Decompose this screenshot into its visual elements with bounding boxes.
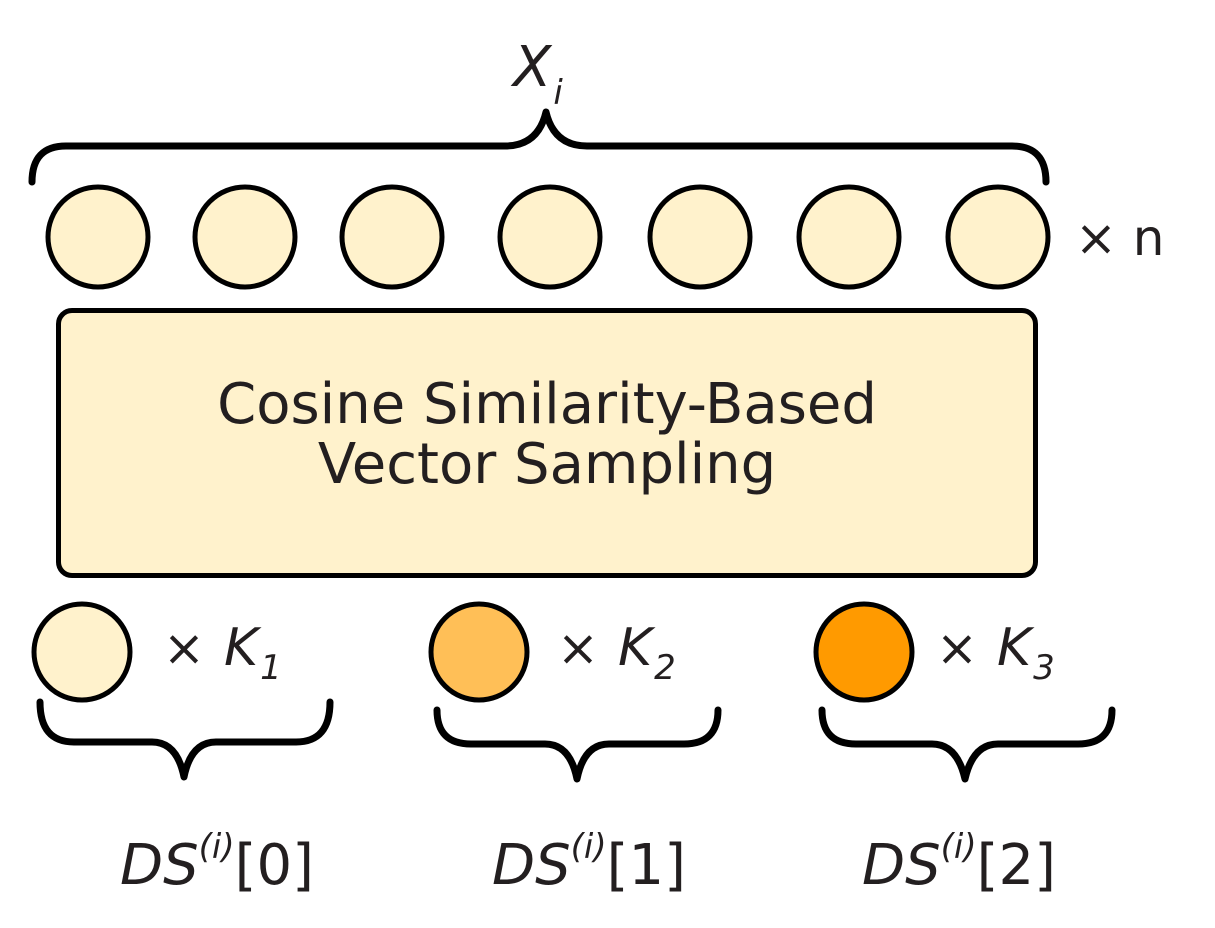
input-node — [647, 184, 753, 290]
output-multiplier-0: × K1 — [163, 618, 282, 688]
input-multiplier: × n — [1075, 209, 1165, 267]
sampling-process-title: Cosine Similarity-Based Vector Sampling — [61, 372, 1033, 498]
output-brace-0 — [36, 698, 334, 781]
input-node — [45, 184, 151, 290]
sampling-process-box: Cosine Similarity-Based Vector Sampling — [56, 308, 1038, 578]
process-title-line1: Cosine Similarity-Based — [217, 372, 877, 437]
input-node — [945, 184, 1051, 290]
output-node-1 — [428, 601, 530, 703]
process-title-line2: Vector Sampling — [317, 432, 777, 498]
input-brace — [28, 108, 1050, 186]
output-set-label-1: DS(i)[1] — [492, 827, 686, 898]
output-set-label-0: DS(i)[0] — [120, 827, 314, 898]
output-node-0 — [31, 601, 133, 703]
output-multiplier-1: × K2 — [557, 618, 676, 688]
input-node — [497, 184, 603, 290]
output-brace-1 — [433, 706, 722, 783]
input-node — [339, 184, 445, 290]
input-node — [796, 184, 902, 290]
output-set-label-2: DS(i)[2] — [862, 827, 1056, 898]
input-set-label: Xi — [513, 35, 563, 113]
output-brace-2 — [818, 706, 1116, 783]
input-node — [192, 184, 298, 290]
output-multiplier-2: × K3 — [936, 618, 1055, 688]
output-node-2 — [813, 601, 915, 703]
